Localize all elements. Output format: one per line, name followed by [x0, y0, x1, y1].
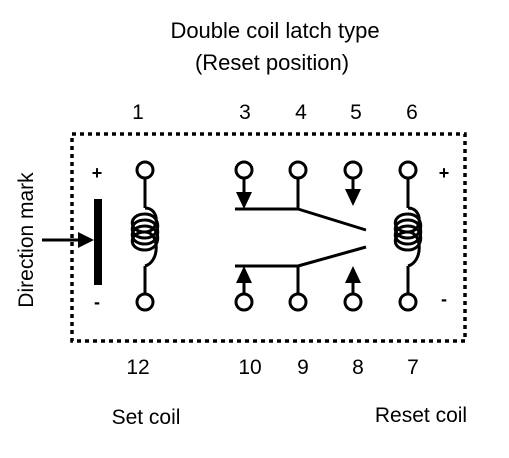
set-coil-minus-sign: -	[94, 292, 100, 312]
contact-pins-lower	[234, 292, 363, 312]
pin-label-7: 7	[407, 356, 419, 379]
diagram-title-line1: Double coil latch type	[170, 18, 379, 43]
pin-label-10: 10	[238, 356, 261, 379]
pin-label-4: 4	[295, 101, 307, 124]
pin-label-12: 12	[126, 356, 149, 379]
direction-mark-label: Direction mark	[15, 172, 38, 308]
pin-label-9: 9	[297, 356, 309, 379]
pin-label-5: 5	[350, 101, 362, 124]
upper-contact-set	[235, 178, 367, 232]
set-coil-caption: Set coil	[112, 406, 181, 429]
contact-pins-upper	[234, 160, 363, 180]
set-coil-plus-sign: +	[92, 163, 103, 183]
set-coil-symbol	[130, 160, 160, 312]
pin-label-1: 1	[132, 101, 144, 124]
reset-coil-plus-sign: +	[439, 163, 450, 183]
relay-housing-outline	[70, 132, 467, 343]
pin-label-6: 6	[406, 101, 418, 124]
reset-coil-minus-sign: -	[441, 289, 447, 309]
direction-mark-arrow	[42, 232, 94, 248]
direction-mark-bar	[94, 199, 102, 285]
reset-coil-symbol	[393, 160, 423, 312]
pin-label-8: 8	[352, 356, 364, 379]
pin-label-3: 3	[239, 101, 251, 124]
lower-contact-set	[235, 245, 367, 294]
diagram-title-line2: (Reset position)	[195, 50, 349, 75]
reset-coil-caption: Reset coil	[375, 404, 467, 427]
